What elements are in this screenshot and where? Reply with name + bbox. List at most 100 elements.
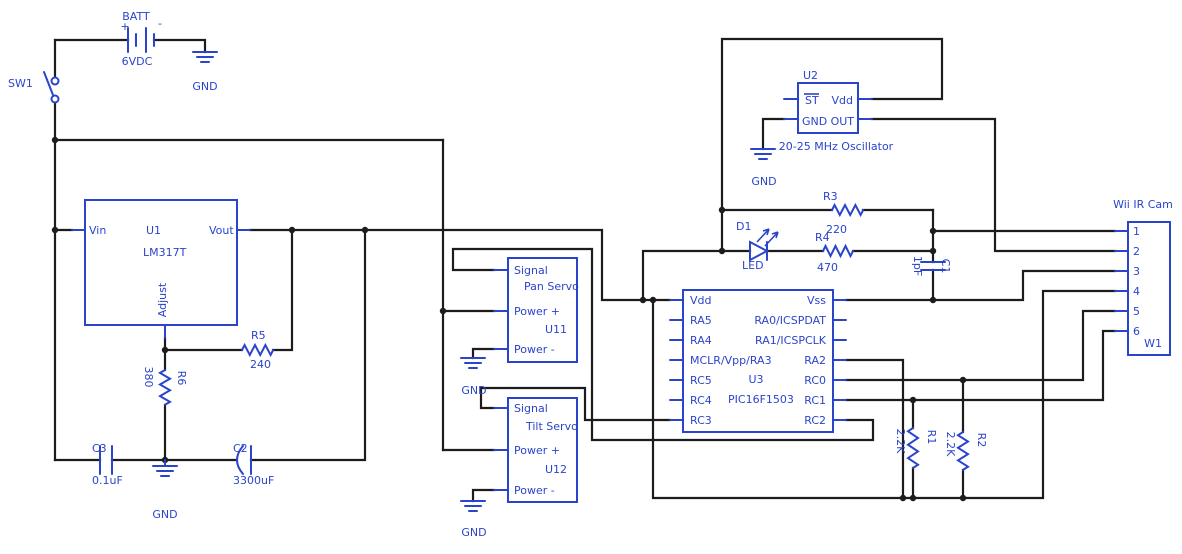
u1-pin-adjust-label: Adjust [156,282,169,317]
u3-pin-label: Vss [807,294,826,307]
c2-value-label: 3300uF [233,474,274,487]
r1-value-label: 2.2K [894,429,907,454]
ground-symbol-battery: GND [192,51,218,93]
u3-pin-label: RC4 [690,394,712,407]
switch-terminal [50,76,60,86]
power-switch: SW1 [8,71,60,104]
c3-ref-label: C3 [92,442,107,455]
u3-pin-label: RA5 [690,314,712,327]
u11-pin-power-plus-label: Power + [514,305,560,318]
junction-dots [51,136,967,502]
r1-zigzag [906,427,920,469]
u3-part-label: PIC16F1503 [728,393,794,406]
w1-pin-number: 1 [1133,225,1140,238]
led-d1: D1 LED [736,220,779,272]
u1-ref-label: U1 [146,224,161,237]
c3-value-label: 0.1uF [92,474,123,487]
ground-symbol-main: GND [152,459,178,521]
resistor-r5: R5 240 [241,329,275,371]
ground-icon [750,148,776,160]
u3-pin-label: RC5 [690,374,712,387]
r4-value-label: 470 [817,261,838,274]
u3-pin-label: MCLR/Vpp/RA3 [690,354,772,367]
u3-pin-label: RA4 [690,334,712,347]
r3-zigzag [831,202,865,218]
resistor-r3: R3 220 [823,190,865,236]
c1-ref-label: C1 [939,259,952,274]
r6-value-label: 380 [142,367,155,388]
capacitor-c3: C3 0.1uF [92,442,123,487]
wire-net [53,37,1117,503]
ground-label: GND [152,508,177,521]
ground-label: GND [461,384,486,397]
capacitor-c1: 1pF C1 [911,256,952,276]
r2-ref-label: R2 [975,433,988,448]
ground-label: GND [751,175,776,188]
w1-pin-number: 6 [1133,325,1140,338]
battery: BATT + - 6VDC [120,10,162,68]
u2-pin-out-label: OUT [831,115,855,128]
u3-pin-stubs [669,299,847,421]
led-emission-arrows-icon [756,228,779,247]
r5-ref-label: R5 [251,329,266,342]
w1-pin-number: 3 [1133,265,1140,278]
pan-servo-u11: Signal Pan Servo Power + U11 Power - [493,257,579,363]
u3-pin-label: RA0/ICSPDAT [754,314,826,327]
r3-ref-label: R3 [823,190,838,203]
d1-type-label: LED [742,259,764,272]
r3-value-label: 220 [826,223,847,236]
resistor-r2: 2.2K R2 [944,431,988,471]
u1-pin-vin-label: Vin [89,224,106,237]
u2-pin-stubs [783,98,873,120]
w1-pin-number: 5 [1133,305,1140,318]
r1-ref-label: R1 [925,430,938,445]
u1-box [84,199,238,326]
u3-pin-label: Vdd [690,294,712,307]
u2-description-label: 20-25 MHz Oscillator [779,140,894,153]
u12-pin-power-plus-label: Power + [514,444,560,457]
r4-ref-label: R4 [815,231,830,244]
u12-title-label: Tilt Servo [525,420,578,433]
u1-part-label: LM317T [143,246,187,259]
u12-pin-stubs [493,407,509,491]
u12-ref-label: U12 [545,463,567,476]
u11-title-label: Pan Servo [524,280,579,293]
led-triangle [749,240,770,262]
battery-short-plates [135,33,155,47]
switch-ref-label: SW1 [8,77,33,90]
r5-value-label: 240 [250,358,271,371]
c2-curved-plate [236,445,244,475]
r6-zigzag [158,369,172,406]
u3-pin-label: RC0 [804,374,826,387]
switch-blade [43,71,54,96]
u2-pin-gnd-label: GND [802,115,827,128]
ground-symbol-pan-servo: GND [460,357,487,397]
u2-ref-label: U2 [803,69,818,82]
ground-symbol-oscillator: GND [750,148,777,188]
ground-icon [460,500,486,512]
ground-symbol-tilt-servo: GND [460,500,487,539]
w1-title-label: Wii IR Cam [1113,198,1173,211]
resistor-r6: 380 R6 [142,367,188,406]
ground-label: GND [192,80,217,93]
w1-ref-label: W1 [1144,337,1162,350]
u2-box [797,82,859,134]
tilt-servo-u12: Signal Tilt Servo Power + U12 Power - [493,397,578,503]
capacitor-c2: C2 3300uF [233,442,274,487]
u11-pin-power-minus-label: Power - [514,343,555,356]
ground-icon [192,51,218,63]
u1-pin-stubs [71,229,251,339]
u2-pin-vdd-label: Vdd [832,94,854,107]
battery-plus-label: + [120,20,129,33]
resistor-r1: 2.2K R1 [894,427,938,469]
battery-ref-label: BATT [122,10,150,23]
c2-ref-label: C2 [233,442,248,455]
c1-value-label: 1pF [911,256,924,276]
w1-box [1127,221,1171,356]
oscillator-u2: U2 ST Vdd GND OUT 20-25 MHz Oscillator [779,69,894,153]
u11-ref-label: U11 [545,323,567,336]
u3-pin-label: RC1 [804,394,826,407]
u3-pin-label: RA2 [804,354,826,367]
u3-pin-label: RC3 [690,414,712,427]
